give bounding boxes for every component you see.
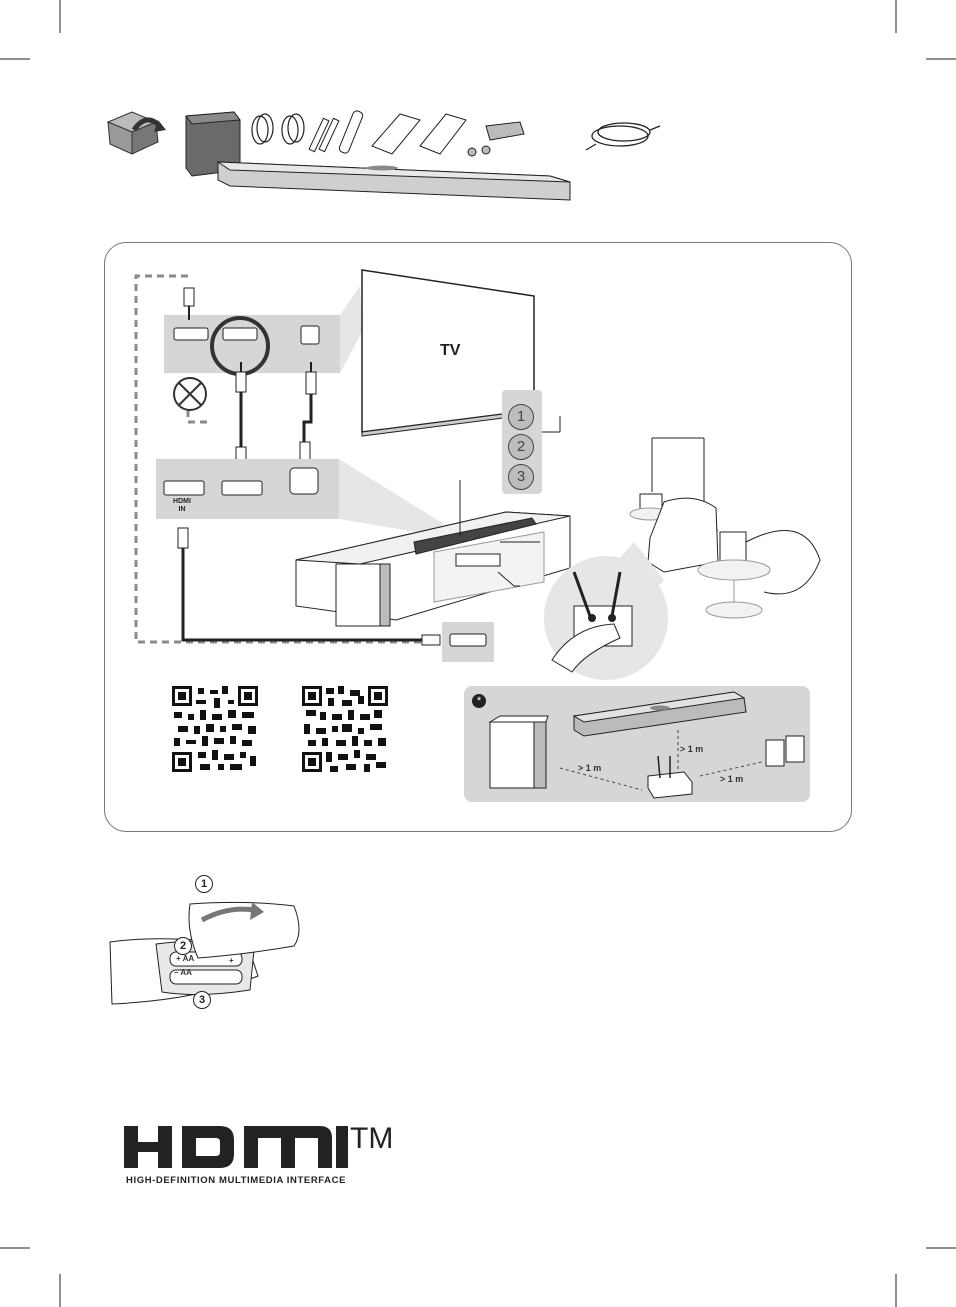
distance-label-rear: > 1 m — [720, 774, 743, 784]
soundbar-hdmi-in-port — [164, 481, 204, 495]
soundbar-image — [218, 162, 570, 200]
subwoofer-setup-image — [490, 716, 548, 788]
wall-bracket-image — [468, 122, 524, 156]
qr-code-left — [172, 686, 258, 772]
manuals-image — [372, 114, 466, 154]
step-1-indicator: 1 — [508, 404, 534, 430]
soundbar-hdmi-arc-port — [222, 481, 262, 495]
receiver-box — [456, 554, 500, 566]
battery-step-3: 3 — [193, 991, 211, 1009]
unbox-icon — [108, 112, 166, 154]
battery-marking-1: + AA — [176, 954, 194, 963]
remote-image — [338, 110, 364, 155]
rear-speakers-setup-image — [766, 736, 804, 766]
wireless-setup-diagram — [464, 686, 810, 802]
hdmi-in-label: HDMI IN — [170, 498, 194, 514]
distance-label-soundbar: > 1 m — [680, 744, 703, 754]
battery-install-illustration — [108, 880, 308, 1010]
battery-step-1: 1 — [195, 875, 213, 893]
battery-step-2: 2 — [174, 937, 192, 955]
tv-hdmi-port-2 — [223, 328, 257, 340]
wireless-receiver-image — [648, 756, 692, 798]
battery-marking-2: – AA — [174, 968, 192, 977]
hdmi-trademark: TM — [350, 1122, 393, 1156]
tv-hdmi-port-1 — [174, 328, 208, 340]
step-2-indicator: 2 — [508, 434, 534, 460]
soundbar-setup-image — [574, 692, 746, 736]
cables-image — [252, 114, 304, 144]
battery-marking-3: + — [229, 956, 234, 965]
hdmi-logo — [124, 1126, 348, 1170]
distance-label-subwoofer: > 1 m — [578, 763, 601, 773]
tv-label: TV — [440, 342, 460, 360]
soundbar-optical-port — [290, 468, 318, 494]
batteries-image — [309, 118, 339, 151]
tv-optical-port — [301, 326, 319, 344]
qr-code-right — [302, 686, 388, 772]
step-3-indicator: 3 — [508, 464, 534, 490]
optical-cable-image — [586, 123, 660, 150]
hdmi-tagline: HIGH-DEFINITION MULTIMEDIA INTERFACE — [126, 1175, 346, 1186]
box-contents-illustration — [100, 100, 680, 210]
